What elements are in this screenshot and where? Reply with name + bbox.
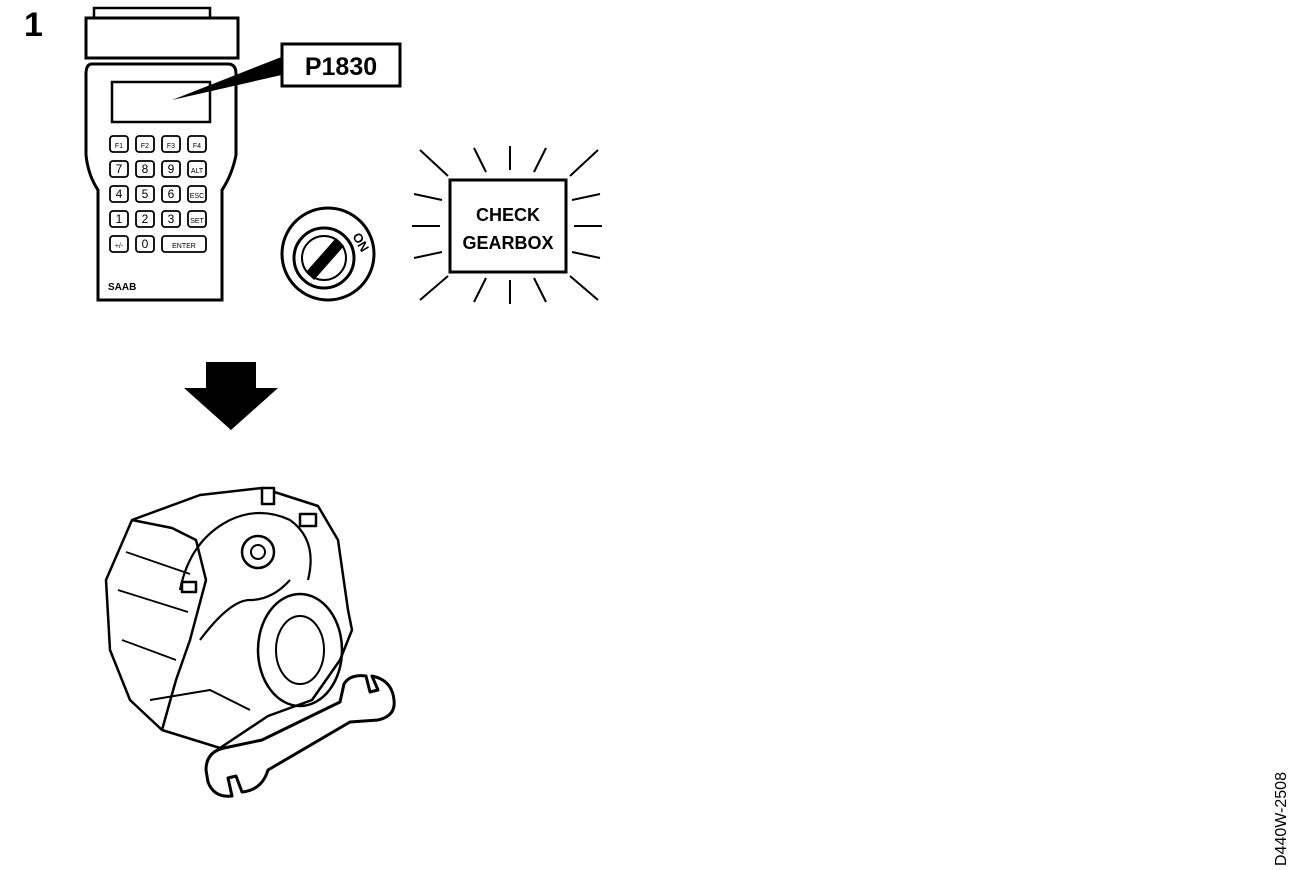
housing-seam bbox=[131, 518, 208, 731]
lamp-flash-rays bbox=[412, 146, 602, 304]
gearbox-housing bbox=[104, 486, 354, 750]
keypad-key-6: 6 bbox=[168, 187, 175, 201]
keypad-key-set-frame bbox=[187, 210, 207, 228]
down-arrow-icon bbox=[184, 362, 278, 430]
keypad-key-: +/- bbox=[115, 243, 124, 250]
wiring-harness bbox=[178, 511, 312, 591]
keypad-key-f2: F2 bbox=[141, 143, 149, 150]
tool-screen bbox=[110, 80, 212, 124]
keypad-key-4: 4 bbox=[116, 187, 123, 201]
keypad-key-set: SET bbox=[190, 218, 204, 225]
keypad-key-7-frame bbox=[109, 160, 129, 178]
keypad: F1 F2 F3 F4 7 8 9 ALT 4 5 6 ESC 1 2 3 SET +/- 0 ENTER bbox=[109, 135, 207, 253]
brand-logo: SAAB bbox=[108, 282, 136, 293]
lamp-text-line1: CHECK bbox=[476, 205, 540, 225]
scan-tool bbox=[84, 6, 240, 302]
tool-head bbox=[84, 16, 240, 60]
sensor-boss bbox=[240, 534, 276, 570]
keypad-key-esc: ESC bbox=[190, 193, 204, 200]
keypad-key-2-frame bbox=[135, 210, 155, 228]
wrench-shape bbox=[204, 674, 396, 798]
keypad-key--frame bbox=[109, 235, 129, 253]
keypad-key-f1: F1 bbox=[115, 143, 123, 150]
keypad-key-f3-frame bbox=[161, 135, 181, 153]
keypad-key-f2-frame bbox=[135, 135, 155, 153]
keypad-key-0-frame bbox=[135, 235, 155, 253]
connector-1 bbox=[180, 580, 198, 594]
key-icon bbox=[306, 238, 344, 280]
code-callout: P1830 bbox=[172, 42, 402, 100]
keypad-key-8-frame bbox=[135, 160, 155, 178]
step-number: 1 bbox=[24, 6, 43, 44]
keypad-key-1: 1 bbox=[116, 212, 123, 226]
keypad-key-f3: F3 bbox=[167, 143, 175, 150]
keypad-key-enter-frame bbox=[161, 235, 207, 253]
keypad-key-2: 2 bbox=[142, 212, 149, 226]
sump-edge bbox=[149, 689, 251, 711]
figure-code: D440W-2508 bbox=[1273, 772, 1290, 866]
sensor-boss-center bbox=[250, 544, 266, 560]
keypad-key-5-frame bbox=[135, 185, 155, 203]
wrench-icon bbox=[204, 674, 396, 798]
keypad-key-enter: ENTER bbox=[172, 243, 196, 250]
connector-3 bbox=[260, 486, 276, 506]
keypad-key-5: 5 bbox=[142, 187, 149, 201]
keypad-key-f4-frame bbox=[187, 135, 207, 153]
keypad-key-esc-frame bbox=[187, 185, 207, 203]
keypad-key-6-frame bbox=[161, 185, 181, 203]
keypad-key-9-frame bbox=[161, 160, 181, 178]
lamp-box bbox=[448, 178, 568, 274]
callout-box bbox=[280, 42, 402, 88]
keypad-key-alt-frame bbox=[187, 160, 207, 178]
callout-pointer bbox=[172, 56, 286, 100]
keypad-key-0: 0 bbox=[142, 237, 149, 251]
keypad-key-f1-frame bbox=[109, 135, 129, 153]
keypad-key-9: 9 bbox=[168, 162, 175, 176]
housing-ribs bbox=[117, 551, 191, 661]
lamp-text-line2: GEARBOX bbox=[462, 233, 553, 253]
keypad-key-f4: F4 bbox=[193, 143, 201, 150]
keypad-key-1-frame bbox=[109, 210, 129, 228]
keypad-key-8: 8 bbox=[142, 162, 149, 176]
fault-code: P1830 bbox=[305, 53, 377, 81]
connector-2 bbox=[298, 512, 318, 528]
keypad-key-7: 7 bbox=[116, 162, 123, 176]
keypad-key-4-frame bbox=[109, 185, 129, 203]
keypad-key-3-frame bbox=[161, 210, 181, 228]
warning-lamp: CHECK GEARBOX bbox=[412, 146, 602, 304]
gearbox-illustration bbox=[104, 486, 354, 750]
bell-housing bbox=[256, 592, 344, 708]
keypad-key-3: 3 bbox=[168, 212, 175, 226]
keypad-key-alt: ALT bbox=[191, 168, 204, 175]
ignition-switch: ON bbox=[280, 206, 376, 302]
wiring-harness-lower bbox=[199, 579, 291, 641]
bell-housing-inner bbox=[275, 615, 325, 685]
